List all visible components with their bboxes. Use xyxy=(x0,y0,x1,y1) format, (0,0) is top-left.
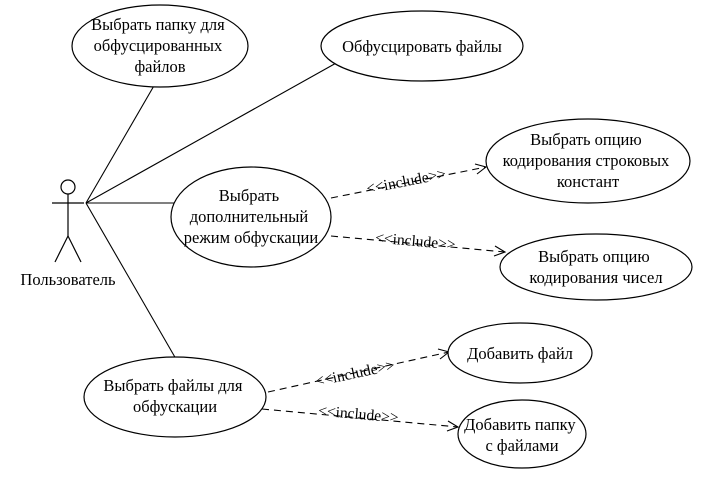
association-obfuscate-files xyxy=(85,61,339,204)
use-case-label-option-strings: Выбрать опцию кодирования строковых конс… xyxy=(503,130,674,191)
include-arrowhead-add-file xyxy=(437,348,451,360)
use-case-label-choose-folder: Выбрать папку для обфусцированных файлов xyxy=(91,15,229,76)
use-case-label-extra-mode: Выбрать дополнительный режим обфускации xyxy=(184,186,319,247)
use-case-label-choose-files: Выбрать файлы для обфускации xyxy=(103,376,246,416)
use-case-option-strings xyxy=(485,118,691,204)
include-arrow-add-file xyxy=(267,351,450,393)
use-case-extra-mode xyxy=(170,166,332,268)
include-arrow-option-strings xyxy=(330,166,487,199)
use-cases xyxy=(71,4,693,469)
include-label-option-numbers: <<include>> xyxy=(375,230,457,254)
association-choose-files xyxy=(85,202,177,360)
association-choose-folder xyxy=(85,83,156,204)
include-arrow-option-numbers xyxy=(330,235,506,253)
use-case-add-folder xyxy=(457,399,587,469)
use-case-labels: Выбрать папку для обфусцированных файлов… xyxy=(91,15,674,455)
include-arrowhead-add-folder xyxy=(446,420,460,432)
actor-head xyxy=(60,179,76,195)
include-arrow-add-folder xyxy=(261,408,459,428)
include-label-add-folder: <<include>> xyxy=(318,403,400,427)
use-case-option-numbers xyxy=(499,233,693,301)
use-case-obfuscate-files xyxy=(320,10,524,82)
actor-label: Пользователь xyxy=(20,270,116,289)
actor-right-leg xyxy=(67,235,82,263)
associations xyxy=(85,61,339,360)
use-case-label-obfuscate-files: Обфусцировать файлы xyxy=(342,37,502,56)
include-arrowhead-option-numbers xyxy=(493,245,507,257)
use-case-choose-folder xyxy=(71,4,249,88)
use-case-label-add-file: Добавить файл xyxy=(467,344,573,363)
use-case-label-option-numbers: Выбрать опцию кодирования чисел xyxy=(529,247,662,287)
include-arrowhead-option-strings xyxy=(474,163,488,175)
actor-left-leg xyxy=(54,235,69,263)
use-case-label-add-folder: Добавить папку с файлами xyxy=(464,415,580,455)
include-label-add-file: <<include>> xyxy=(314,357,396,390)
use-case-add-file xyxy=(447,322,593,384)
actor xyxy=(52,179,84,263)
include-label-option-strings: <<include>> xyxy=(365,166,447,198)
use-case-choose-files xyxy=(83,356,267,438)
